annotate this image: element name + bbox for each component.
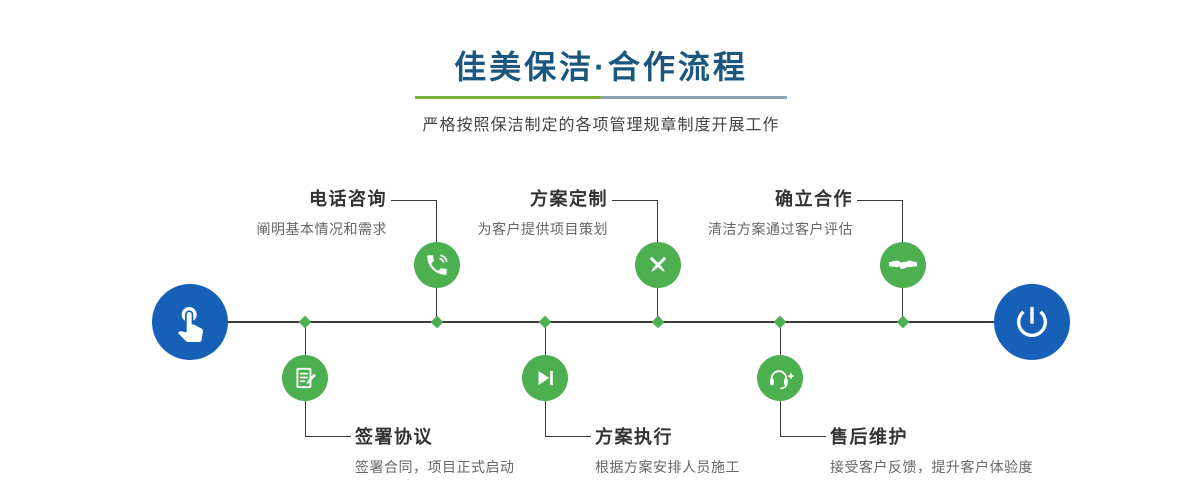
step-sign-agreement: 签署协议 签署合同，项目正式启动 — [355, 426, 515, 477]
step-title: 方案执行 — [595, 427, 673, 447]
timeline-line — [190, 321, 1032, 323]
step-title: 电话咨询 — [309, 189, 387, 209]
start-node — [152, 284, 228, 360]
phone-icon — [427, 254, 448, 275]
step-desc: 清洁方案通过客户评估 — [708, 221, 853, 237]
step-plan-execute: 方案执行 根据方案安排人员施工 — [595, 426, 740, 477]
step-desc: 为客户提供项目策划 — [477, 221, 608, 237]
contract-edit-icon — [296, 367, 316, 389]
handshake-icon — [889, 260, 917, 269]
step-desc: 根据方案安排人员施工 — [595, 459, 740, 475]
step-title: 售后维护 — [830, 427, 908, 447]
play-forward-icon — [538, 370, 553, 386]
end-node — [994, 284, 1070, 360]
step-establish-cooperation: 确立合作 清洁方案通过客户评估 — [708, 188, 853, 239]
step-aftersale-maintenance: 售后维护 接受客户反馈，提升客户体验度 — [830, 426, 1033, 477]
step-circle-plan — [635, 242, 681, 288]
step-plan-customize: 方案定制 为客户提供项目策划 — [478, 188, 609, 239]
step-circle-sign — [282, 355, 328, 401]
step-phone-consult: 电话咨询 阐明基本情况和需求 — [257, 188, 388, 239]
step-desc: 接受客户反馈，提升客户体验度 — [830, 459, 1033, 475]
page-title: 佳美保洁·合作流程 — [454, 49, 748, 85]
step-circle-aftersale — [757, 355, 803, 401]
headset-icon — [769, 369, 794, 389]
divider-green-segment — [415, 96, 601, 99]
pointing-hand-icon — [177, 307, 203, 342]
step-circle-phone — [414, 242, 460, 288]
step-title: 确立合作 — [775, 189, 853, 209]
title-divider — [415, 96, 787, 99]
step-circle-cooperation — [880, 242, 926, 288]
step-circle-execute — [522, 355, 568, 401]
step-title: 签署协议 — [355, 427, 433, 447]
step-title: 方案定制 — [530, 189, 608, 209]
step-desc: 签署合同，项目正式启动 — [355, 459, 515, 475]
power-icon — [1017, 307, 1047, 337]
page-subtitle: 严格按照保洁制定的各项管理规章制度开展工作 — [422, 117, 780, 134]
crossed-pencils-icon — [649, 256, 667, 272]
divider-blue-segment — [601, 96, 787, 99]
step-desc: 阐明基本情况和需求 — [256, 221, 387, 237]
